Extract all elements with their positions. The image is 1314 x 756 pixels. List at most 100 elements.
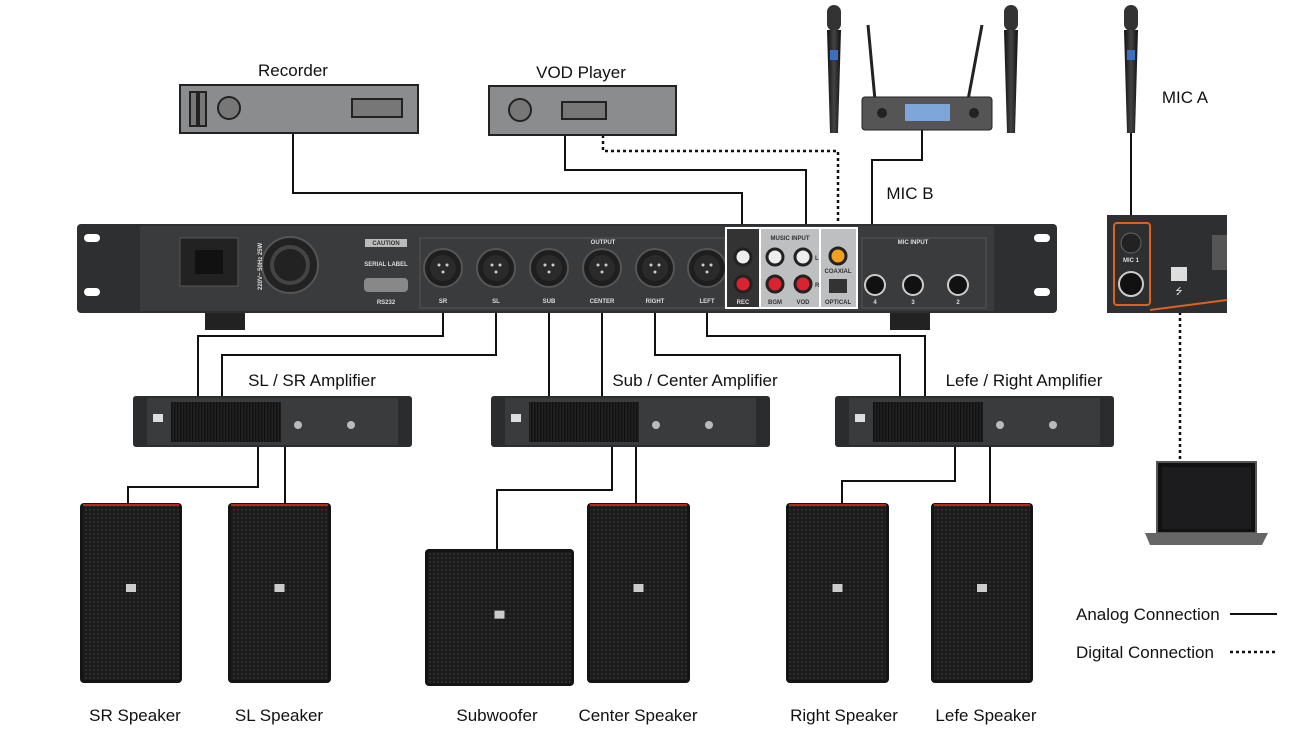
xlr-output-sl: SL	[476, 248, 516, 305]
rs232-port	[364, 278, 408, 292]
speaker-label: Lefe Speaker	[935, 706, 1036, 725]
recorder-device: Recorder	[179, 61, 419, 134]
xlr-output-sub: SUB	[529, 248, 569, 305]
right-speaker-cable	[841, 447, 956, 505]
mic-a-device: MIC A	[1124, 5, 1209, 133]
legend-digital-label: Digital Connection	[1076, 643, 1214, 662]
bgm-l-jack	[765, 247, 785, 267]
vod-l-jack	[793, 247, 813, 267]
xlr-output-left: LEFT	[687, 248, 727, 305]
processor-rear-panel: 220V~ 50Hz 25W CAUTION SERIAL LABEL RS23…	[77, 224, 1057, 330]
left-output-cable	[706, 300, 926, 398]
amplifiers: SL / SR Amplifier Sub / Center Amplifier L…	[133, 371, 1114, 447]
serial-label: SERIAL LABEL	[364, 262, 408, 268]
mic1-label: MIC 1	[1123, 258, 1140, 264]
amplifier: Lefe / Right Amplifier	[835, 371, 1114, 447]
right-output-cable	[654, 300, 901, 398]
output-connectors: SR SL SUB CENTER RIGHT LEFT	[423, 248, 727, 305]
speaker-label: Center Speaker	[578, 706, 697, 725]
amplifier: SL / SR Amplifier	[133, 371, 412, 447]
caution-label: CAUTION	[372, 241, 399, 247]
optical-label: OPTICAL	[825, 300, 852, 306]
rec-section	[725, 227, 761, 309]
mic1-usb-unit: MIC 1 ⭍	[1107, 215, 1228, 313]
sr-output-cable	[197, 300, 444, 398]
l-label: L	[815, 256, 819, 262]
amplifier-label: Lefe / Right Amplifier	[946, 371, 1103, 390]
mic-a-label: MIC A	[1162, 88, 1209, 107]
microphone-icon	[1004, 5, 1018, 133]
mic-input-label: 3	[911, 300, 915, 306]
usb-port	[1171, 267, 1187, 281]
rs232-label: RS232	[377, 300, 396, 306]
wireless-mic-system: MIC B	[827, 5, 1018, 203]
vod-cable	[564, 135, 807, 232]
mic1-jack	[1118, 271, 1144, 297]
digital-input-section	[819, 227, 858, 309]
output-label: SL	[492, 299, 500, 305]
vod-label: VOD	[796, 300, 810, 306]
speaker-label: Right Speaker	[790, 706, 898, 725]
mic-input-jack	[864, 274, 886, 296]
digital-cables	[601, 135, 1182, 462]
mic-input-label: 2	[956, 300, 960, 306]
speaker: Right Speaker	[786, 503, 898, 725]
r-label: R	[815, 283, 820, 289]
speaker-label: SR Speaker	[89, 706, 181, 725]
laptop	[1145, 461, 1268, 545]
analog-cables	[127, 130, 1132, 551]
recorder-label: Recorder	[258, 61, 328, 80]
legend-analog-label: Analog Connection	[1076, 605, 1220, 624]
mic-input-jacks: 4 3 2	[864, 274, 969, 306]
speaker: Center Speaker	[578, 503, 698, 725]
xlr-output-right: RIGHT	[635, 248, 675, 305]
mic1-highlight	[1113, 222, 1151, 306]
bgm-r-jack	[765, 274, 785, 294]
subwoofer: Subwoofer	[425, 549, 574, 725]
subwoofer-cable	[496, 447, 613, 551]
music-input-label: MUSIC INPUT	[771, 236, 810, 242]
speaker: Lefe Speaker	[931, 503, 1037, 725]
output-label: SR	[439, 299, 448, 305]
vod-r-jack	[793, 274, 813, 294]
recorder-cable	[292, 133, 743, 232]
vod-player-device: VOD Player	[488, 63, 677, 136]
coaxial-label: COAXIAL	[825, 269, 852, 275]
amplifier: Sub / Center Amplifier	[491, 371, 778, 447]
vod-player-label: VOD Player	[536, 63, 626, 82]
bgm-label: BGM	[768, 300, 782, 306]
legend: Analog Connection Digital Connection	[1076, 605, 1277, 662]
rec-r-jack	[733, 274, 753, 294]
microphone-icon	[1124, 5, 1138, 133]
speaker: SL Speaker	[228, 503, 331, 725]
coaxial-jack	[828, 246, 848, 266]
mic-input-jack	[902, 274, 924, 296]
mic-input-title: MIC INPUT	[898, 240, 929, 246]
mic-input-jack	[947, 274, 969, 296]
output-title: OUTPUT	[591, 240, 616, 246]
mic-input-label: 4	[873, 300, 877, 306]
speaker: SR Speaker	[80, 503, 182, 725]
output-label: RIGHT	[646, 299, 665, 305]
sl-output-cable	[221, 300, 497, 398]
output-label: CENTER	[590, 299, 615, 305]
microphone-icon	[827, 5, 841, 133]
output-label: SUB	[543, 299, 556, 305]
speaker-label: Subwoofer	[456, 706, 538, 725]
output-label: LEFT	[700, 299, 715, 305]
rec-l-jack	[733, 247, 753, 267]
usb-icon: ⭍	[1175, 286, 1183, 296]
xlr-output-center: CENTER	[582, 248, 622, 305]
xlr-output-sr: SR	[423, 248, 463, 305]
rec-label: REC	[737, 300, 750, 306]
sr-speaker-cable	[127, 447, 259, 505]
amplifier-label: Sub / Center Amplifier	[612, 371, 778, 390]
mic-b-cable	[871, 130, 923, 280]
optical-jack	[829, 279, 847, 293]
music-input-section	[759, 227, 821, 309]
power-rating: 220V~ 50Hz 25W	[258, 242, 264, 290]
coaxial-cable	[601, 135, 840, 232]
amplifier-label: SL / SR Amplifier	[248, 371, 376, 390]
